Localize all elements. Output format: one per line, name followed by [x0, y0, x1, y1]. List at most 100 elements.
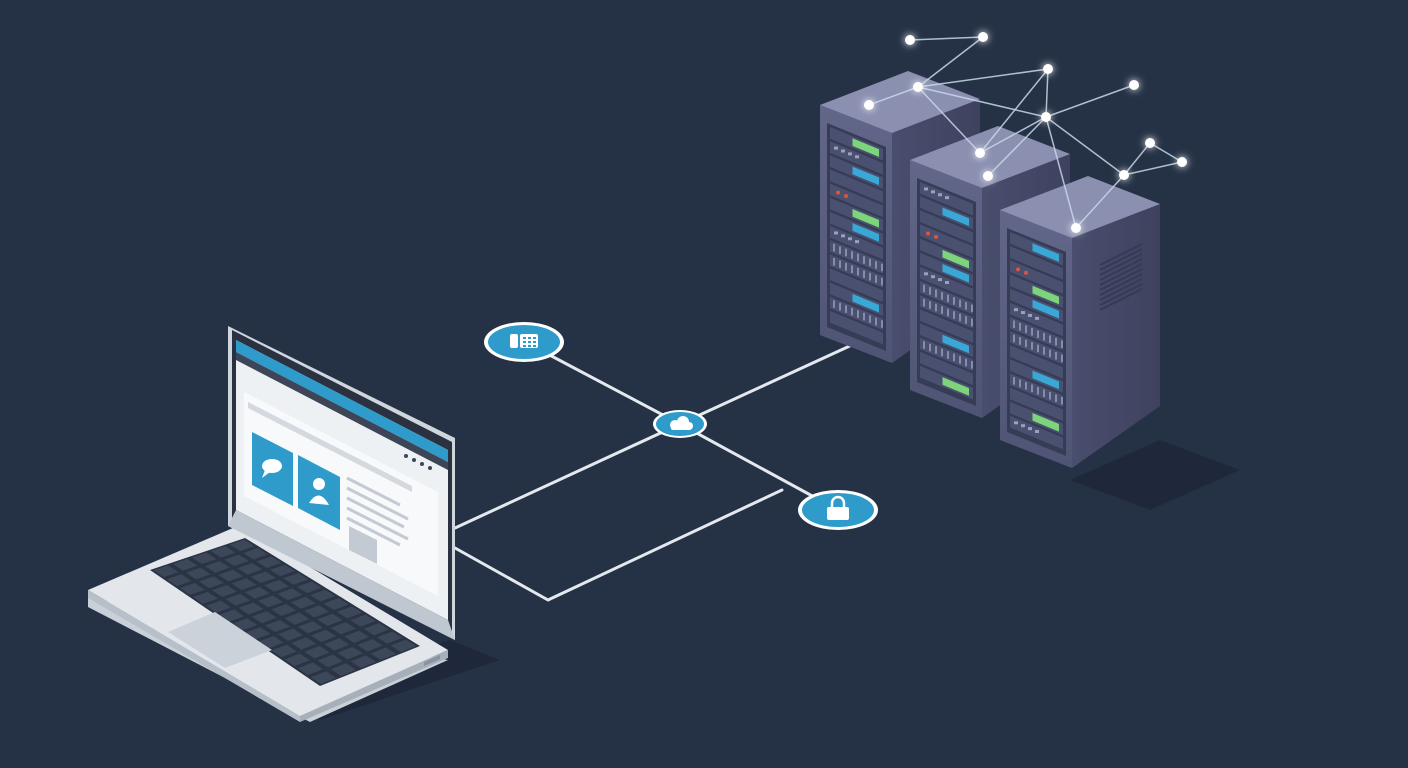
- keyboard-key: [231, 578, 257, 591]
- mesh-node: [1119, 170, 1129, 180]
- keyboard-key: [350, 655, 377, 669]
- rack-unit: [920, 309, 973, 343]
- screen-window-controls: [404, 454, 432, 470]
- keyboard-key: [206, 600, 231, 613]
- keyboard-key: [199, 576, 224, 589]
- connection-nodes: [484, 322, 878, 530]
- keyboard-key: [323, 598, 349, 610]
- rack-port: [1014, 421, 1018, 425]
- rack-led: [844, 193, 848, 198]
- line-laptop-to-hub: [453, 422, 682, 530]
- keyboard-key: [278, 628, 304, 641]
- rack-port: [1028, 427, 1032, 431]
- rack-status-panel: [852, 138, 879, 157]
- node-top[interactable]: [484, 322, 564, 362]
- mesh-link: [909, 36, 984, 41]
- mesh-node: [1041, 112, 1051, 122]
- mesh-link: [868, 86, 919, 106]
- keyboard-key: [271, 604, 297, 617]
- line-hub-to-servers: [678, 331, 880, 426]
- rack-port: [848, 152, 852, 156]
- rack-unit: [1010, 260, 1063, 294]
- rack-status-panel: [942, 249, 969, 269]
- rack-led: [1016, 267, 1020, 272]
- keyboard-key: [218, 569, 244, 582]
- keyboard-key: [284, 653, 310, 667]
- keyboard-key: [243, 548, 269, 560]
- rack-port: [848, 237, 852, 241]
- rack-port: [924, 272, 928, 276]
- keyboard-key: [265, 619, 290, 633]
- rack-status-panel: [852, 293, 879, 313]
- line-laptop-lower-route: [453, 488, 784, 602]
- rack-unit: [830, 169, 883, 203]
- keyboard-key: [390, 639, 416, 653]
- keyboard-key: [180, 583, 205, 595]
- rack-unit: [1010, 345, 1063, 379]
- rack-vent: [1099, 243, 1143, 311]
- padlock-icon: [827, 495, 849, 520]
- node-center[interactable]: [653, 410, 707, 438]
- keyboard-key: [330, 622, 356, 635]
- keyboard-key: [277, 588, 303, 601]
- mesh-node: [1145, 138, 1155, 148]
- node-right[interactable]: [798, 490, 878, 530]
- keyboard-key: [330, 663, 357, 676]
- mesh-link: [1045, 84, 1135, 118]
- keyboard-key: [245, 627, 271, 640]
- mesh-node: [1129, 80, 1139, 90]
- keyboard-key: [283, 573, 309, 585]
- rack-unit: [920, 224, 973, 258]
- keyboard-key: [271, 644, 297, 658]
- keyboard-key: [296, 581, 322, 594]
- mesh-link: [1123, 142, 1151, 176]
- mesh-link: [917, 68, 1049, 88]
- rack-port: [855, 155, 859, 159]
- keyboard-key: [337, 646, 363, 660]
- mesh-node: [905, 35, 915, 45]
- server-racks: [820, 71, 1160, 468]
- rack-unit: [830, 268, 883, 302]
- rack-unit: [920, 210, 973, 244]
- rack-status-panel: [852, 166, 879, 186]
- keyboard-key: [357, 639, 383, 652]
- rack-unit: [920, 351, 973, 386]
- rack-status-panel: [1032, 299, 1059, 319]
- keyboard-key: [284, 612, 310, 625]
- cloud-icon: [670, 416, 693, 430]
- rack-status-panel: [942, 377, 969, 396]
- rack-port: [855, 240, 859, 244]
- keyboard-key: [238, 602, 264, 615]
- connection-lines: [453, 331, 880, 602]
- mesh-link: [1123, 161, 1183, 176]
- keyboard-key: [219, 609, 245, 622]
- keyboard-key: [350, 614, 376, 627]
- keyboard-key: [270, 564, 295, 577]
- keyboard-key: [251, 611, 277, 624]
- mesh-node: [1177, 157, 1187, 167]
- keyboard-key: [310, 671, 337, 684]
- screen-header-bar: [236, 340, 448, 462]
- mesh-link: [987, 116, 1047, 177]
- keyboard-key: [370, 647, 396, 661]
- rack-unit: [1010, 246, 1063, 280]
- rack-status-panel: [1032, 370, 1059, 390]
- rack-port: [1014, 308, 1018, 312]
- rack-status-panel: [942, 207, 969, 227]
- keyboard-key: [264, 579, 289, 592]
- mesh-node: [1071, 223, 1081, 233]
- mesh-node: [983, 171, 993, 181]
- rack-port: [841, 149, 845, 153]
- mesh-link: [1045, 116, 1125, 176]
- rack-unit: [1010, 387, 1063, 422]
- mesh-node: [864, 100, 874, 110]
- keyboard-key: [311, 629, 337, 643]
- keyboard-key: [377, 631, 403, 644]
- mesh-node: [1043, 64, 1053, 74]
- keyboard-key: [172, 559, 198, 571]
- rack-led: [934, 234, 938, 239]
- keyboard-key: [297, 621, 323, 634]
- rack-port: [834, 231, 838, 235]
- keyboard-key: [244, 586, 270, 599]
